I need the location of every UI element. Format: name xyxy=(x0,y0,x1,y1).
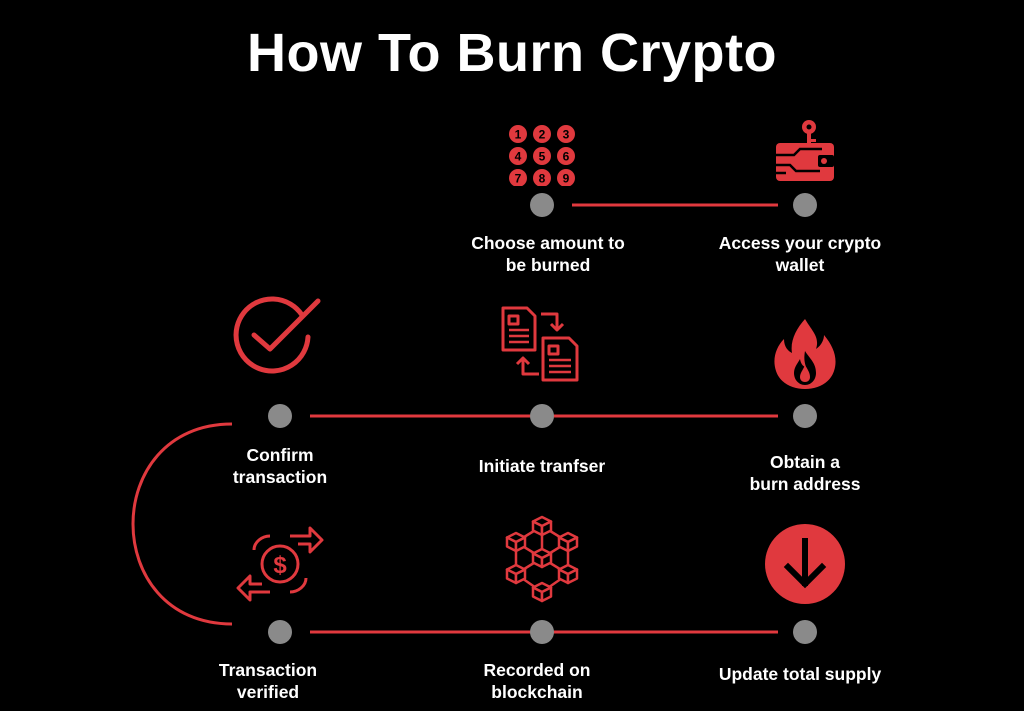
step-label-initiate-transfer: Initiate tranfser xyxy=(478,456,606,476)
down-arrow-circle-icon xyxy=(764,523,846,605)
flame-icon xyxy=(772,317,838,391)
keypad-digit: 9 xyxy=(563,172,570,186)
number-keypad-icon: 1 2 3 4 5 6 7 8 9 xyxy=(506,124,578,186)
step-node-obtain-address xyxy=(793,404,817,428)
keypad-digit: 5 xyxy=(539,150,546,164)
keypad-key xyxy=(509,147,527,165)
keypad-digit: 3 xyxy=(563,128,570,142)
step-label-update-supply: Update total supply xyxy=(718,664,882,684)
step-label-access-wallet: Access your crypto wallet xyxy=(718,233,882,275)
step-label-choose-amount: Choose amount to be burned xyxy=(471,233,625,275)
keypad-digit: 7 xyxy=(515,172,522,186)
step-node-transaction-verified xyxy=(268,620,292,644)
dollar-exchange-icon: $ xyxy=(234,520,326,608)
keypad-digit: 4 xyxy=(515,150,522,164)
chain-cube xyxy=(531,547,553,569)
connector-curve-left xyxy=(131,422,233,626)
chain-cube xyxy=(505,563,527,585)
checkmark-circle-icon xyxy=(228,295,332,385)
chain-cube xyxy=(531,581,553,603)
chain-cube xyxy=(505,531,527,553)
chain-cube xyxy=(531,515,553,537)
keypad-key xyxy=(557,147,575,165)
chain-cube xyxy=(557,563,579,585)
step-label-obtain-address: Obtain a burn address xyxy=(749,452,861,494)
keypad-digit: 2 xyxy=(539,128,546,142)
keypad-digit: 1 xyxy=(515,128,522,142)
keypad-key xyxy=(557,169,575,186)
chain-cube xyxy=(557,531,579,553)
keypad-key xyxy=(533,147,551,165)
svg-text:$: $ xyxy=(273,552,287,579)
step-node-initiate-transfer xyxy=(530,404,554,428)
keypad-key xyxy=(533,125,551,143)
keypad-key xyxy=(509,169,527,186)
step-label-recorded-blockchain: Recorded on blockchain xyxy=(483,660,591,702)
step-label-transaction-verified: Transaction verified xyxy=(218,660,318,702)
blockchain-cubes-icon xyxy=(496,514,588,606)
keypad-digit: 8 xyxy=(539,172,546,186)
wallet-key-icon xyxy=(772,119,838,185)
keypad-key xyxy=(509,125,527,143)
step-node-update-supply xyxy=(793,620,817,644)
keypad-key xyxy=(533,169,551,186)
step-label-confirm-transaction: Confirm transaction xyxy=(232,445,328,487)
keypad-digit: 6 xyxy=(563,150,570,164)
page-title: How To Burn Crypto xyxy=(247,23,777,83)
step-node-choose-amount xyxy=(530,193,554,217)
keypad-key xyxy=(557,125,575,143)
step-node-access-wallet xyxy=(793,193,817,217)
document-transfer-icon xyxy=(499,304,585,384)
step-node-confirm-transaction xyxy=(268,404,292,428)
step-node-recorded-blockchain xyxy=(530,620,554,644)
